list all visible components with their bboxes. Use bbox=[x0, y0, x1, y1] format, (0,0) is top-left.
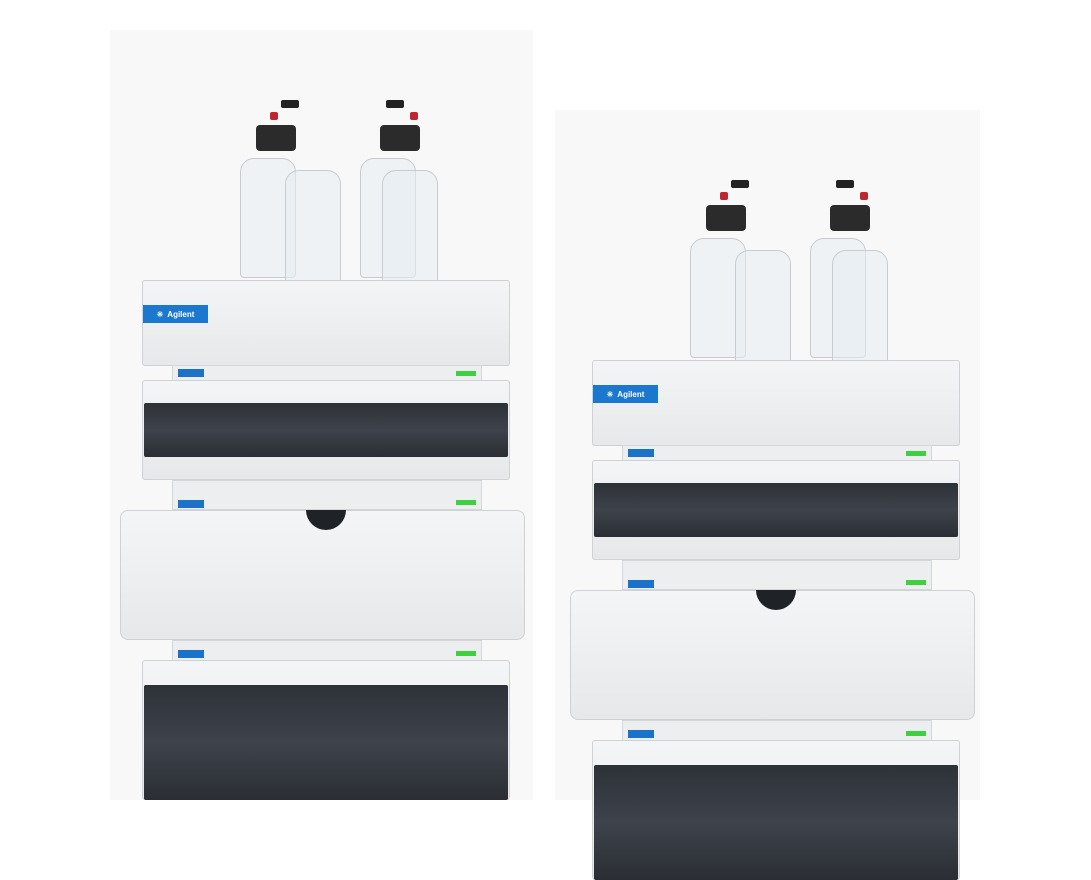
bottle-port bbox=[720, 192, 728, 200]
brand-logo: ✳Agilent bbox=[593, 385, 658, 403]
solvent-bottle bbox=[285, 170, 341, 290]
solvent-bottle bbox=[832, 250, 888, 370]
solvent-bottle bbox=[735, 250, 791, 370]
status-led bbox=[456, 371, 476, 376]
pump-window bbox=[144, 403, 508, 457]
status-led bbox=[906, 731, 926, 736]
star-icon: ✳ bbox=[606, 389, 614, 399]
module-strip bbox=[172, 365, 482, 381]
bottle-valve bbox=[836, 180, 854, 188]
module-label bbox=[628, 730, 654, 738]
autosampler-window bbox=[594, 765, 958, 880]
module-strip bbox=[172, 480, 482, 510]
bottle-port bbox=[860, 192, 868, 200]
bottle-port bbox=[410, 112, 418, 120]
module-label bbox=[628, 449, 654, 457]
bottle-valve bbox=[386, 100, 404, 108]
compartment-handle[interactable] bbox=[756, 590, 796, 610]
module-label bbox=[628, 580, 654, 588]
status-led bbox=[456, 651, 476, 656]
star-icon: ✳ bbox=[156, 309, 164, 319]
module-label bbox=[178, 650, 204, 658]
status-led bbox=[906, 451, 926, 456]
solvent-tray-module bbox=[142, 280, 510, 366]
autosampler-window bbox=[144, 685, 508, 800]
module-strip bbox=[172, 640, 482, 662]
solvent-tray-module bbox=[592, 360, 960, 446]
status-led bbox=[906, 580, 926, 585]
bottle-port bbox=[270, 112, 278, 120]
bottle-cap bbox=[706, 205, 746, 231]
bottle-valve bbox=[731, 180, 749, 188]
bottle-cap bbox=[830, 205, 870, 231]
module-strip bbox=[622, 445, 932, 461]
column-compartment-module bbox=[120, 510, 525, 640]
status-led bbox=[456, 500, 476, 505]
hplc-system-left: ✳Agilent bbox=[110, 0, 530, 800]
pump-window bbox=[594, 483, 958, 537]
module-strip bbox=[622, 720, 932, 742]
solvent-bottle bbox=[382, 170, 438, 290]
module-label bbox=[178, 369, 204, 377]
compartment-handle[interactable] bbox=[306, 510, 346, 530]
bottle-valve bbox=[281, 100, 299, 108]
module-label bbox=[178, 500, 204, 508]
bottle-cap bbox=[256, 125, 296, 151]
column-compartment-module bbox=[570, 590, 975, 720]
bottle-cap bbox=[380, 125, 420, 151]
module-strip bbox=[622, 560, 932, 590]
brand-logo: ✳Agilent bbox=[143, 305, 208, 323]
hplc-system-right: ✳Agilent bbox=[560, 80, 980, 880]
